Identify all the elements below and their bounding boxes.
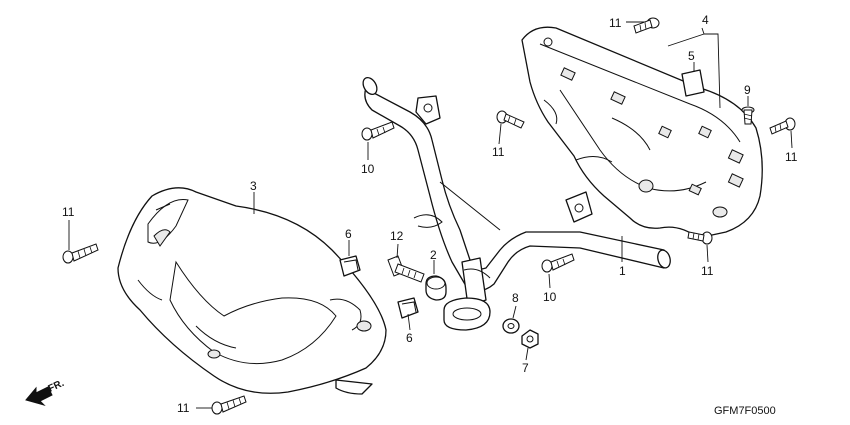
- flange-bolt-12: [387, 255, 425, 283]
- callout-6b: 6: [406, 331, 413, 345]
- callout-6a: 6: [345, 227, 352, 241]
- front-handlebar-cover: [117, 187, 387, 395]
- front-direction-arrow: FR.: [25, 378, 66, 406]
- callout-1: 1: [619, 264, 626, 278]
- diagram-code: GFM7F0500: [714, 405, 776, 417]
- leader-lines: [68, 21, 793, 409]
- callout-11d: 11: [492, 145, 505, 159]
- callout-11a: 11: [62, 205, 75, 219]
- tapping-screw-10b: [541, 253, 575, 273]
- tapping-screw-11b: [211, 395, 247, 415]
- callout-12: 12: [390, 229, 404, 243]
- callout-8: 8: [512, 291, 519, 305]
- rear-handlebar-cover: [521, 26, 763, 239]
- callout-3: 3: [250, 179, 257, 193]
- tapping-screw-11a: [62, 243, 99, 264]
- nut-7: [521, 329, 539, 349]
- callout-10a: 10: [361, 162, 375, 176]
- speed-nut-6a: [339, 255, 361, 277]
- tapping-screw-11d: [496, 110, 525, 129]
- tapping-screw-11e: [769, 117, 796, 135]
- direction-label: FR.: [47, 378, 66, 395]
- collar-2: [425, 275, 447, 301]
- callout-11f: 11: [701, 264, 714, 278]
- callout-10b: 10: [543, 290, 557, 304]
- tapping-screw-11c: [633, 17, 660, 34]
- screw-9: [741, 106, 755, 125]
- callout-11e: 11: [785, 150, 798, 164]
- washer-8: [502, 318, 520, 334]
- callout-labels: 1 2 3 4 5 6 6 7 8 9 10 10 11 11 11 11 11…: [62, 13, 798, 415]
- callout-11b: 11: [177, 401, 190, 415]
- callout-2: 2: [430, 248, 437, 262]
- emblem-pad: [681, 69, 705, 97]
- callout-4: 4: [702, 13, 709, 27]
- speed-nut-6b: [397, 297, 419, 319]
- tapping-screw-10a: [361, 121, 395, 141]
- handlebar-pipe: [362, 76, 671, 331]
- callout-7: 7: [522, 361, 529, 375]
- tapping-screw-11f: [687, 231, 713, 245]
- callout-5: 5: [688, 49, 695, 63]
- callout-9: 9: [744, 83, 751, 97]
- callout-11c: 11: [609, 16, 622, 30]
